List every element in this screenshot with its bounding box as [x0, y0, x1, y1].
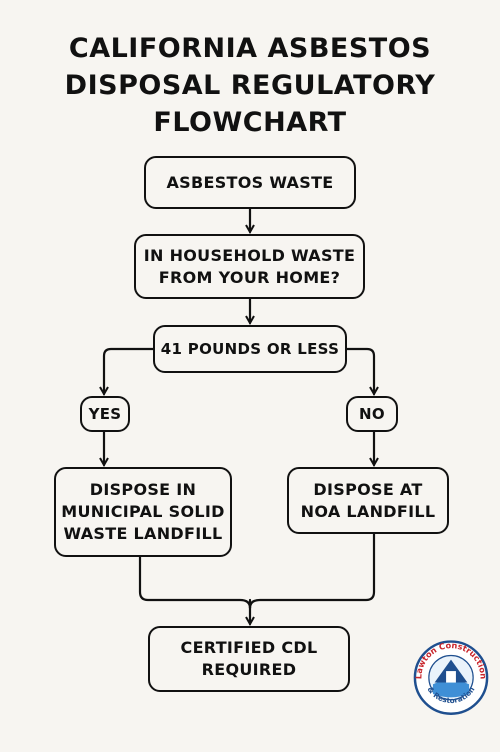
- node-asbestos-waste: ASBESTOS WASTE: [144, 156, 356, 209]
- household-line-2: FROM YOUR HOME?: [158, 267, 341, 287]
- connector-weight-no: [345, 347, 374, 394]
- certified-line-2: REQUIRED: [201, 660, 297, 679]
- municipal-line-3: WASTE LANDFILL: [63, 524, 223, 543]
- company-logo: Lawton Construction & Restoration: [413, 640, 489, 715]
- node-asbestos-waste-label: ASBESTOS WASTE: [166, 172, 334, 192]
- node-no: NO: [346, 396, 398, 432]
- title-line-3: FLOWCHART: [153, 107, 347, 138]
- node-household-question: IN HOUSEHOLD WASTE FROM YOUR HOME?: [134, 234, 365, 299]
- logo-wave-icon: [432, 680, 470, 698]
- node-yes: YES: [80, 396, 130, 432]
- title-line-1: CALIFORNIA ASBESTOS: [68, 33, 432, 64]
- noa-line-1: DISPOSE AT: [313, 479, 423, 499]
- node-municipal-landfill: DISPOSE IN MUNICIPAL SOLID WASTE LANDFIL…: [54, 467, 232, 557]
- connector-municipal-merge: [138, 554, 252, 610]
- household-line-1: IN HOUSEHOLD WASTE: [143, 245, 356, 265]
- logo-roof-icon: [434, 659, 468, 683]
- connector-weight-yes: [104, 347, 155, 394]
- certified-line-1: CERTIFIED CDL: [180, 638, 318, 657]
- node-certified-cdl: CERTIFIED CDL REQUIRED: [148, 626, 350, 692]
- no-label: NO: [359, 405, 385, 423]
- title-line-2: DISPOSAL REGULATORY: [64, 70, 436, 101]
- node-weight-check: 41 POUNDS OR LESS: [153, 325, 347, 373]
- municipal-line-1: DISPOSE IN: [89, 480, 197, 499]
- municipal-line-2: MUNICIPAL SOLID: [61, 502, 225, 521]
- weight-label: 41 POUNDS OR LESS: [160, 340, 340, 358]
- noa-line-2: NOA LANDFILL: [300, 501, 436, 521]
- node-noa-landfill: DISPOSE AT NOA LANDFILL: [287, 467, 449, 534]
- yes-label: YES: [88, 405, 122, 423]
- connector-noa-merge: [248, 531, 376, 610]
- page-title: CALIFORNIA ASBESTOS DISPOSAL REGULATORY …: [20, 30, 480, 141]
